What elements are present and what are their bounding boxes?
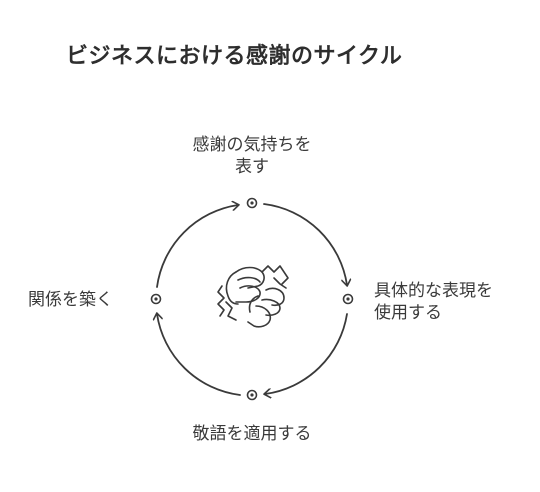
node-label-line: 表す [235, 157, 269, 177]
node-label-line: 関係を築く [28, 290, 113, 310]
arc-bottom-to-left [157, 314, 241, 396]
fist-bump-icon [217, 265, 289, 328]
arc-top-to-right [263, 203, 347, 285]
arc-right-to-bottom [265, 313, 348, 394]
node-dot-bottom [246, 389, 258, 401]
node-dot-left [150, 293, 162, 305]
node-label-apply-keigo: 敬語を適用する [152, 423, 352, 445]
node-label-line: 使用する [374, 303, 442, 323]
node-label-line: 感謝の気持ちを [192, 135, 312, 155]
node-dot-right [342, 293, 354, 305]
arc-left-to-top [156, 205, 238, 288]
node-label-express-gratitude: 感謝の気持ちを 表す [172, 134, 332, 178]
node-label-use-specific-expressions: 具体的な表現を 使用する [374, 280, 493, 324]
node-label-build-relationships: 関係を築く [28, 289, 113, 311]
node-label-line: 敬語を適用する [192, 424, 312, 444]
node-label-line: 具体的な表現を [374, 281, 493, 301]
diagram-title: ビジネスにおける感謝のサイクル [66, 44, 403, 69]
node-dot-top [246, 197, 258, 209]
